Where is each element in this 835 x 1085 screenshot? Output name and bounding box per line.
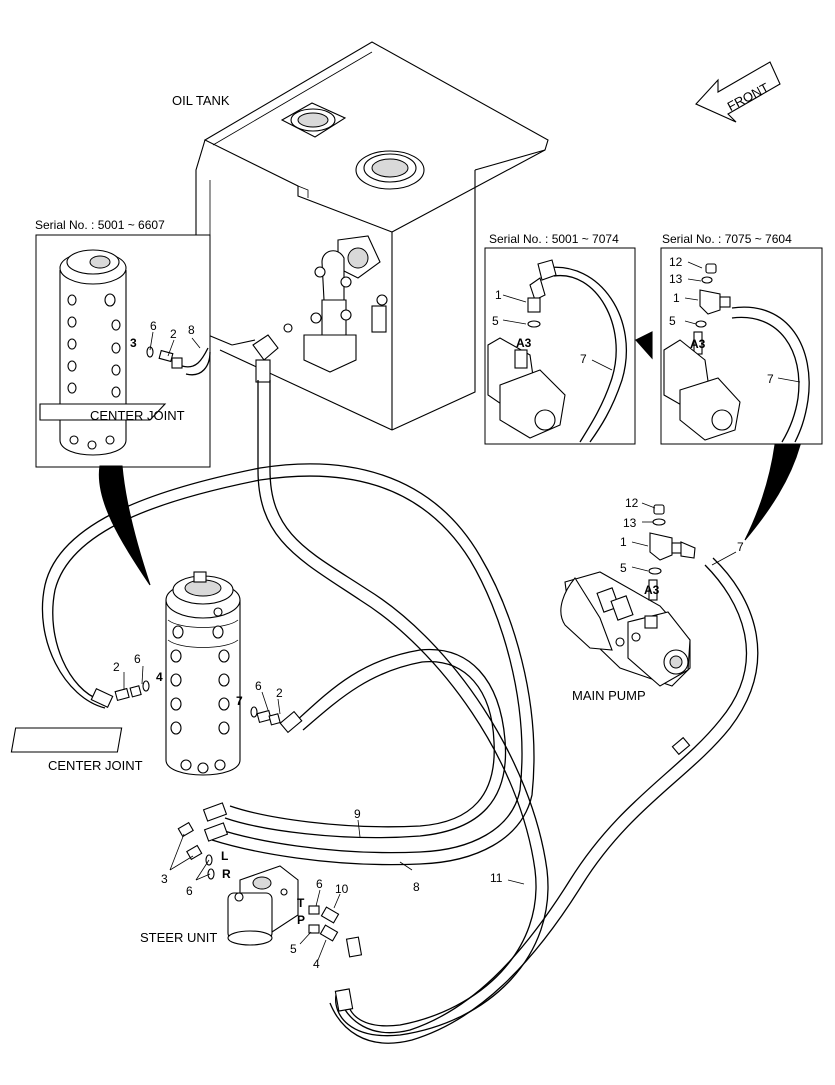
- callout-mp-7: 7: [737, 540, 744, 554]
- callout-su-10: 10: [335, 882, 349, 896]
- text-labels: OIL TANK MAIN PUMP CENTER JOINT CENTER J…: [35, 93, 792, 945]
- callout-hose-8: 8: [413, 880, 420, 894]
- callout-i3-13: 13: [669, 272, 683, 286]
- callout-i1-6: 6: [150, 319, 157, 333]
- hoses: [41, 380, 759, 1044]
- tank-suction-port: [283, 235, 388, 373]
- tank-filler-cap-2: [355, 150, 425, 190]
- inset-pump-fitting-a: [484, 247, 653, 445]
- callout-hose-11: 11: [490, 871, 503, 885]
- callout-i1-3: 3: [130, 336, 137, 350]
- callout-i1-2: 2: [170, 327, 177, 341]
- leader-lines: [123, 261, 801, 961]
- callout-su-6b: 6: [316, 877, 323, 891]
- callout-cj-6a: 6: [134, 652, 141, 666]
- callouts: 3 6 2 8 1 5 A3 7 12 13 1 5 A3 7 12 13 1 …: [113, 255, 774, 971]
- callout-i2-1: 1: [495, 288, 502, 302]
- callout-i2-5: 5: [492, 314, 499, 328]
- tank-filler-cap-1: [280, 102, 347, 138]
- callout-su-p: P: [297, 913, 305, 927]
- main-pump-fittings: [648, 504, 696, 601]
- callout-su-5: 5: [290, 942, 297, 956]
- inset3-serial: Serial No. : 7075 ~ 7604: [662, 232, 792, 246]
- front-arrow: FRONT: [695, 61, 781, 123]
- callout-cj-4: 4: [156, 670, 163, 684]
- oil-tank-label: OIL TANK: [172, 93, 230, 108]
- center-joint-ports: [170, 607, 230, 774]
- callout-i3-7: 7: [767, 372, 774, 386]
- callout-i3-5: 5: [669, 314, 676, 328]
- callout-mp-12: 12: [625, 496, 639, 510]
- callout-cj-6b: 6: [255, 679, 262, 693]
- center-joint-label: CENTER JOINT: [48, 758, 143, 773]
- callout-su-6a: 6: [186, 884, 193, 898]
- callout-i3-1: 1: [673, 291, 680, 305]
- callout-su-t: T: [297, 896, 305, 910]
- steer-unit-label: STEER UNIT: [140, 930, 217, 945]
- cj-fittings: [114, 680, 281, 726]
- steer-unit: [177, 821, 340, 946]
- callout-su-l: L: [221, 849, 228, 863]
- inset1-serial: Serial No. : 5001 ~ 6607: [35, 218, 165, 232]
- callout-i3-a3: A3: [690, 337, 706, 351]
- callout-cj-7: 7: [236, 694, 243, 708]
- callout-i1-8: 8: [188, 323, 195, 337]
- tank-return-elbow: [252, 334, 279, 383]
- inset-center-joint: [35, 234, 211, 586]
- callout-i2-7: 7: [580, 352, 587, 366]
- callout-mp-13: 13: [623, 516, 637, 530]
- callout-hose-9: 9: [354, 807, 361, 821]
- inset1-ports: [67, 293, 121, 450]
- callout-cj-2a: 2: [113, 660, 120, 674]
- callout-i3-12: 12: [669, 255, 683, 269]
- callout-mp-5: 5: [620, 561, 627, 575]
- main-pump: [560, 504, 696, 687]
- inset-pump-fitting-b: [660, 247, 823, 541]
- callout-su-4: 4: [313, 957, 320, 971]
- callout-mp-1: 1: [620, 535, 627, 549]
- callout-mp-a3: A3: [644, 583, 660, 597]
- callout-i2-a3: A3: [516, 336, 532, 350]
- inset2-serial: Serial No. : 5001 ~ 7074: [489, 232, 619, 246]
- inset-center-joint-label: CENTER JOINT: [90, 408, 185, 423]
- oil-tank: [195, 41, 549, 431]
- center-joint-main: [10, 571, 281, 776]
- main-pump-label: MAIN PUMP: [572, 688, 646, 703]
- callout-su-3: 3: [161, 872, 168, 886]
- callout-cj-2b: 2: [276, 686, 283, 700]
- callout-su-r: R: [222, 867, 231, 881]
